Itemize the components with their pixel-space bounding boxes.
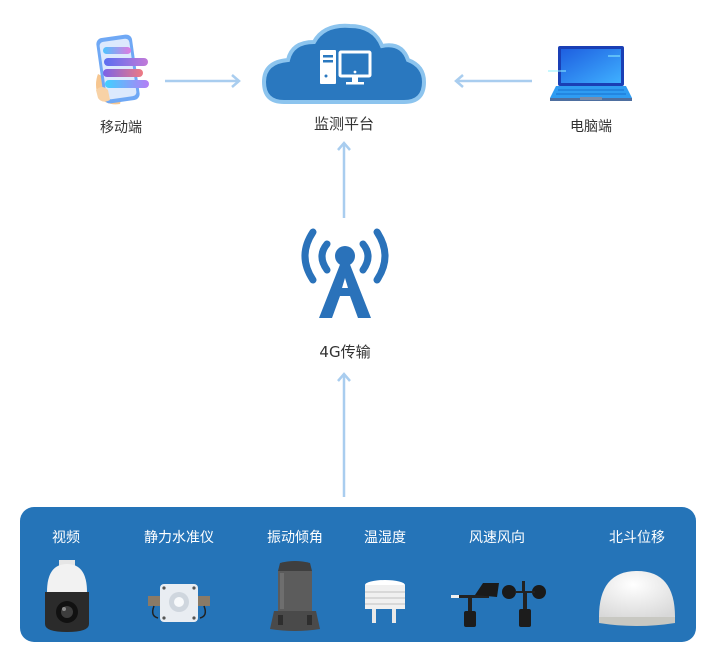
arrow-devices-to-transmission [336,371,352,499]
device-label: 温湿度 [364,530,406,546]
temperature-humidity-sensor-icon [330,579,440,627]
device-wind: 风速风向 [437,507,557,642]
device-panel: 视频 静力水准仪 [20,507,696,642]
device-static-level: 静力水准仪 [124,507,234,642]
device-label: 风速风向 [469,530,525,546]
anemometer-wind-vane-icon [437,577,557,629]
device-label: 视频 [52,530,80,546]
beidou-gnss-antenna-icon [577,569,697,631]
device-label: 静力水准仪 [144,530,214,546]
arrow-pc-to-platform [452,73,534,89]
device-vibration-tilt: 振动倾角 [240,507,350,642]
ptz-camera-icon [11,560,121,634]
static-level-gauge-icon [124,582,234,626]
laptop-icon [548,44,634,104]
device-label: 北斗位移 [609,530,665,546]
platform-node: 监测平台 [262,22,426,134]
vibration-tilt-sensor-icon [240,559,350,633]
pc-label: 电脑端 [570,119,612,135]
device-video: 视频 [11,507,121,642]
signal-tower-icon [295,222,400,322]
device-beidou: 北斗位移 [577,507,697,642]
mobile-node: 移动端 [86,34,156,137]
arrow-mobile-to-platform [163,73,243,89]
transmission-label: 4G传输 [319,343,371,361]
device-label: 振动倾角 [267,530,323,546]
cloud-computer-icon [262,22,426,104]
mobile-label: 移动端 [100,120,142,136]
pc-node: 电脑端 [548,44,634,136]
arrow-transmission-to-platform [336,140,352,220]
device-temp-humidity: 温湿度 [330,507,440,642]
platform-label: 监测平台 [313,115,374,133]
transmission-node: 4G传输 [290,222,400,362]
mobile-phone-icon [92,34,156,108]
